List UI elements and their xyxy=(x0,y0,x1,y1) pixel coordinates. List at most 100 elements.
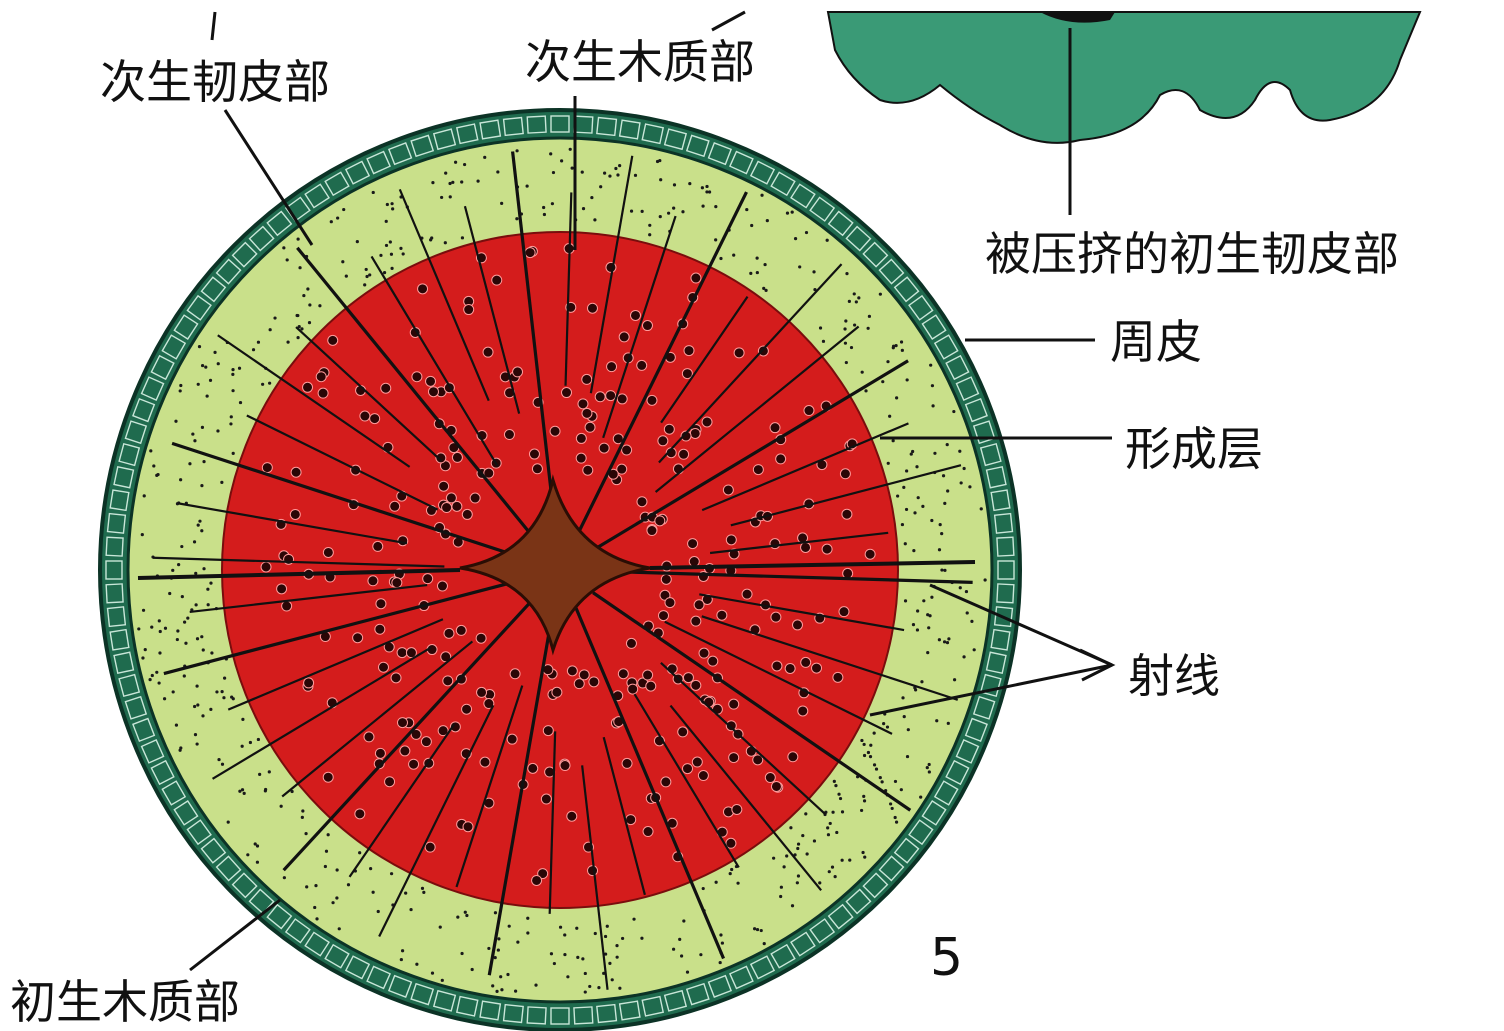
phloem-dot xyxy=(143,494,146,497)
phloem-dot xyxy=(149,449,152,452)
phloem-dot xyxy=(298,266,301,269)
phloem-dot xyxy=(658,159,661,162)
phloem-dot xyxy=(324,865,327,868)
phloem-dot xyxy=(216,429,219,432)
phloem-dot xyxy=(409,908,412,911)
phloem-dot xyxy=(686,971,689,974)
phloem-dot xyxy=(860,739,863,742)
xylem-vessel xyxy=(694,600,704,610)
phloem-dot xyxy=(230,415,233,418)
phloem-dot xyxy=(144,648,147,651)
phloem-dot xyxy=(283,876,286,879)
phloem-dot xyxy=(853,292,856,295)
phloem-dot xyxy=(269,328,272,331)
xylem-vessel xyxy=(658,436,668,446)
phloem-dot xyxy=(901,349,904,352)
phloem-dot xyxy=(917,496,920,499)
xylem-vessel xyxy=(690,428,700,438)
phloem-dot xyxy=(779,895,782,898)
xylem-vessel xyxy=(765,773,775,783)
phloem-dot xyxy=(569,148,572,151)
phloem-dot xyxy=(231,368,234,371)
phloem-dot xyxy=(938,638,941,641)
phloem-dot xyxy=(196,703,199,706)
xylem-vessel xyxy=(444,628,454,638)
xylem-vessel xyxy=(607,362,617,372)
phloem-dot xyxy=(614,167,617,170)
xylem-vessel xyxy=(732,804,742,814)
phloem-dot xyxy=(549,152,552,155)
xylem-vessel xyxy=(421,737,431,747)
phloem-dot xyxy=(330,220,333,223)
phloem-dot xyxy=(514,989,517,992)
phloem-dot xyxy=(906,755,909,758)
phloem-dot xyxy=(922,599,925,602)
phloem-dot xyxy=(202,567,205,570)
phloem-dot xyxy=(719,933,722,936)
phloem-dot xyxy=(390,267,393,270)
phloem-dot xyxy=(526,184,529,187)
phloem-dot xyxy=(440,196,443,199)
xylem-vessel xyxy=(462,704,472,714)
phloem-dot xyxy=(230,695,233,698)
phloem-dot xyxy=(159,630,162,633)
phloem-dot xyxy=(399,247,402,250)
xylem-vessel xyxy=(770,423,780,433)
phloem-dot xyxy=(947,722,950,725)
phloem-dot xyxy=(593,218,596,221)
phloem-dot xyxy=(632,918,635,921)
phloem-dot xyxy=(905,469,908,472)
phloem-dot xyxy=(673,183,676,186)
phloem-dot xyxy=(863,799,866,802)
xylem-vessel xyxy=(798,706,808,716)
xylem-vessel xyxy=(679,449,689,459)
phloem-dot xyxy=(308,303,311,306)
phloem-dot xyxy=(179,389,182,392)
xylem-vessel xyxy=(323,547,333,557)
phloem-dot xyxy=(268,382,271,385)
phloem-dot xyxy=(207,603,210,606)
phloem-dot xyxy=(931,384,934,387)
phloem-dot xyxy=(404,891,407,894)
phloem-dot xyxy=(193,439,196,442)
xylem-vessel xyxy=(630,310,640,320)
phloem-dot xyxy=(845,361,848,364)
xylem-vessel xyxy=(552,687,562,697)
phloem-dot xyxy=(280,805,283,808)
xylem-vessel xyxy=(562,388,572,398)
xylem-vessel xyxy=(318,388,328,398)
phloem-dot xyxy=(178,749,181,752)
phloem-dot xyxy=(563,953,566,956)
phloem-dot xyxy=(195,684,198,687)
phloem-dot xyxy=(193,705,196,708)
xylem-vessel xyxy=(698,771,708,781)
phloem-dot xyxy=(331,901,334,904)
phloem-dot xyxy=(341,260,344,263)
xylem-vessel xyxy=(567,811,577,821)
phloem-dot xyxy=(826,826,829,829)
phloem-dot xyxy=(868,315,871,318)
xylem-vessel xyxy=(785,663,795,673)
phloem-dot xyxy=(176,629,179,632)
phloem-dot xyxy=(763,942,766,945)
phloem-dot xyxy=(550,952,553,955)
phloem-dot xyxy=(209,582,212,585)
xylem-vessel xyxy=(646,681,656,691)
phloem-dot xyxy=(197,383,200,386)
phloem-dot xyxy=(198,520,201,523)
xylem-vessel xyxy=(637,497,647,507)
phloem-dot xyxy=(939,523,942,526)
xylem-vessel xyxy=(470,493,480,503)
xylem-vessel xyxy=(452,501,462,511)
phloem-dot xyxy=(581,170,584,173)
phloem-dot xyxy=(797,874,800,877)
xylem-vessel xyxy=(439,481,449,491)
phloem-dot xyxy=(400,958,403,961)
xylem-vessel xyxy=(746,746,756,756)
phloem-dot xyxy=(984,578,987,581)
xylem-vessel xyxy=(840,469,850,479)
leader-primary-xylem xyxy=(190,900,280,970)
xylem-vessel xyxy=(582,408,592,418)
xylem-vessel xyxy=(353,633,363,643)
xylem-vessel xyxy=(323,772,333,782)
